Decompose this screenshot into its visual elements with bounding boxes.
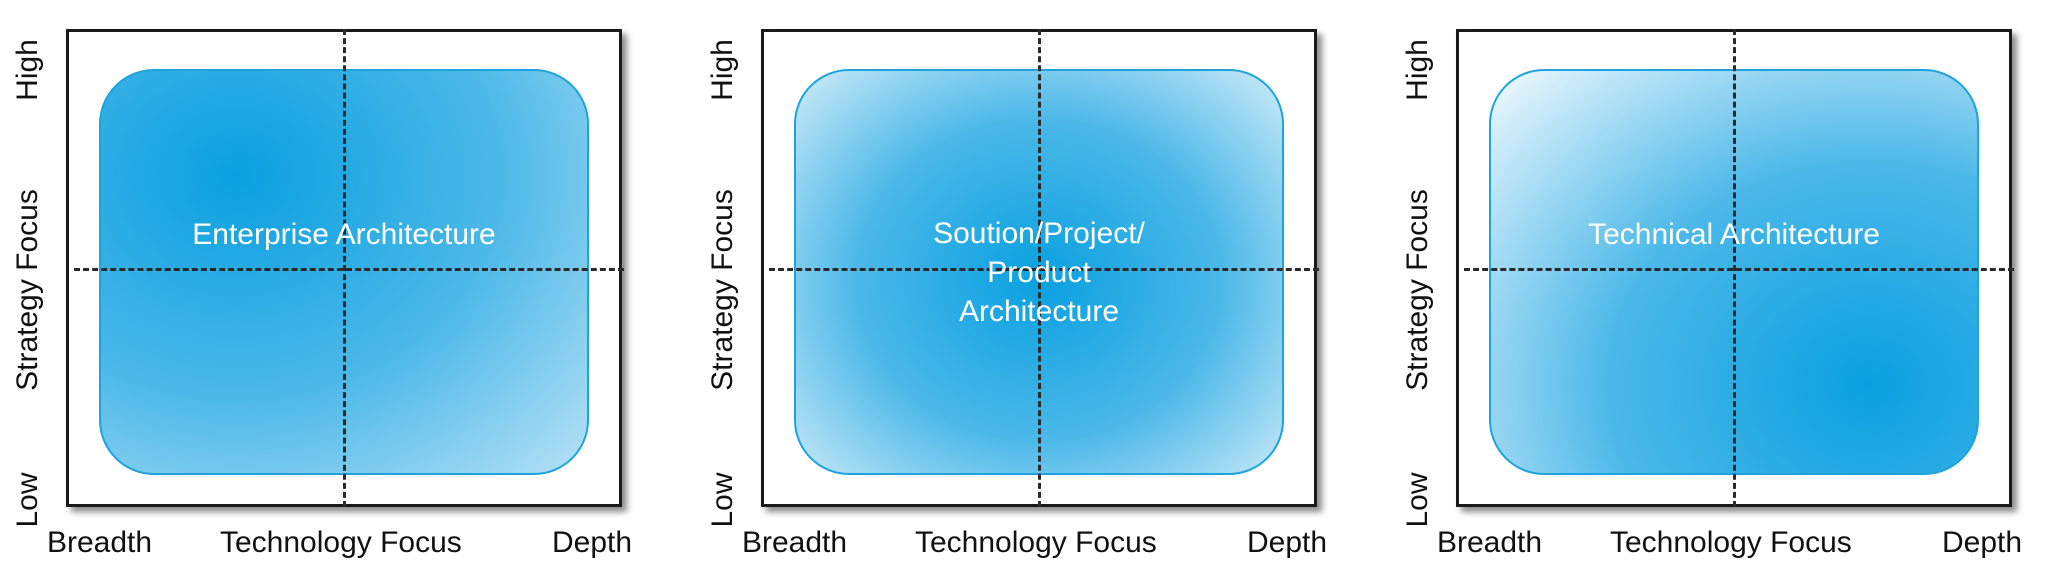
horizontal-dashed-divider: [74, 268, 624, 271]
x-axis-title: Technology Focus: [220, 526, 462, 559]
x-axis-depth-label: Depth: [1247, 526, 1328, 559]
region-label: Soution/Project/ Product Architecture: [933, 217, 1145, 328]
region-label: Technical Architecture: [1588, 218, 1880, 251]
x-axis-depth-label: Depth: [552, 526, 633, 559]
enterprise-architecture-diagram: Enterprise Architecture High Strategy Fo…: [0, 0, 700, 571]
solution-project-product-architecture-diagram: Soution/Project/ Product Architecture Hi…: [695, 0, 1395, 571]
x-axis-breadth-label: Breadth: [1437, 526, 1543, 559]
horizontal-dashed-divider: [1464, 268, 2014, 271]
region-label: Enterprise Architecture: [192, 218, 496, 251]
horizontal-dashed-divider: [769, 268, 1319, 271]
x-axis-breadth-label: Breadth: [47, 526, 153, 559]
x-axis-title: Technology Focus: [915, 526, 1157, 559]
x-axis-title: Technology Focus: [1610, 526, 1852, 559]
x-axis-breadth-label: Breadth: [742, 526, 848, 559]
x-axis-depth-label: Depth: [1942, 526, 2023, 559]
technical-architecture-diagram: Technical Architecture High Strategy Foc…: [1390, 0, 2046, 571]
